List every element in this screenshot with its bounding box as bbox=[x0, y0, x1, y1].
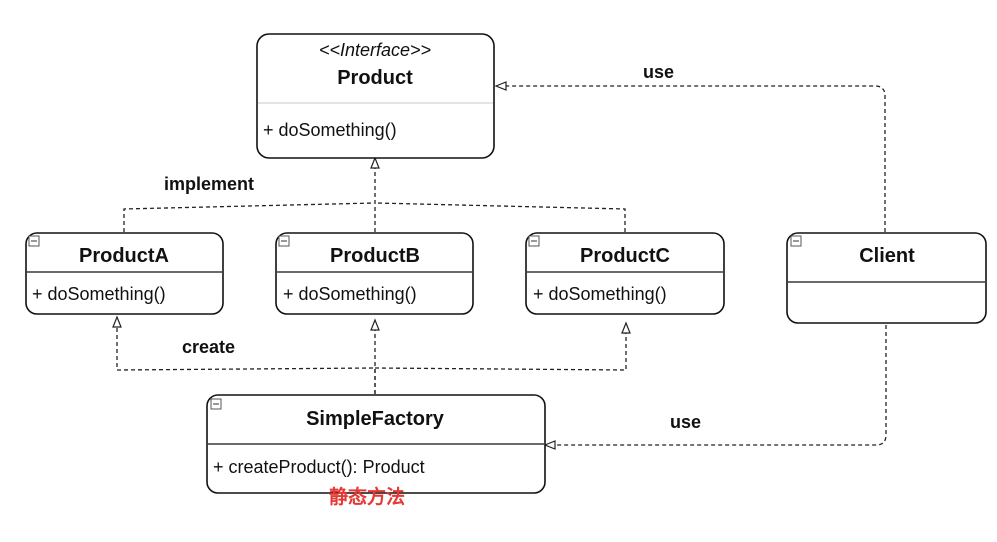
class-product-c[interactable]: ProductC + doSomething() bbox=[525, 232, 725, 315]
class-client[interactable]: Client bbox=[786, 232, 987, 324]
create-label: create bbox=[182, 337, 235, 357]
implement-arrowhead-icon bbox=[370, 156, 380, 169]
product-b-name: ProductB bbox=[330, 245, 420, 267]
client-name: Client bbox=[859, 245, 915, 267]
use-connector-client-product bbox=[505, 85, 886, 232]
class-product-a[interactable]: ProductA + doSomething() bbox=[25, 232, 224, 315]
product-a-name: ProductA bbox=[79, 245, 169, 267]
create-connector-product-c bbox=[374, 331, 627, 371]
collapse-icon[interactable] bbox=[528, 235, 540, 247]
create-connector-product-a bbox=[116, 325, 376, 394]
implement-connector-product-c bbox=[375, 202, 626, 232]
create-arrowhead-c-icon bbox=[621, 321, 631, 334]
product-c-method: + doSomething() bbox=[533, 284, 667, 304]
create-arrowhead-a-icon bbox=[112, 315, 122, 328]
create-arrowhead-b-icon bbox=[370, 318, 380, 331]
product-b-method: + doSomething() bbox=[283, 284, 417, 304]
product-c-name: ProductC bbox=[580, 245, 670, 267]
product-name: Product bbox=[337, 67, 413, 89]
class-simple-factory[interactable]: SimpleFactory + createProduct(): Product bbox=[206, 394, 546, 494]
simple-factory-name: SimpleFactory bbox=[306, 408, 445, 430]
use-connector-client-factory bbox=[554, 325, 887, 446]
implement-label: implement bbox=[164, 174, 254, 194]
simple-factory-method: + createProduct(): Product bbox=[213, 457, 425, 477]
class-product-b[interactable]: ProductB + doSomething() bbox=[275, 232, 474, 315]
collapse-icon[interactable] bbox=[28, 235, 40, 247]
collapse-icon[interactable] bbox=[278, 235, 290, 247]
static-method-note: 静态方法 bbox=[329, 485, 405, 508]
use-label-bottom: use bbox=[670, 412, 701, 432]
use-arrowhead-bottom-icon bbox=[543, 440, 556, 450]
use-label-top: use bbox=[643, 62, 674, 82]
use-arrowhead-top-icon bbox=[494, 81, 507, 91]
collapse-icon[interactable] bbox=[790, 235, 802, 247]
product-method: + doSomething() bbox=[263, 120, 397, 140]
product-stereotype: <<Interface>> bbox=[319, 40, 431, 60]
class-product[interactable]: <<Interface>> Product + doSomething() bbox=[256, 33, 495, 159]
implement-connector-product-a bbox=[123, 202, 375, 232]
product-a-method: + doSomething() bbox=[32, 284, 166, 304]
collapse-icon[interactable] bbox=[210, 398, 222, 410]
